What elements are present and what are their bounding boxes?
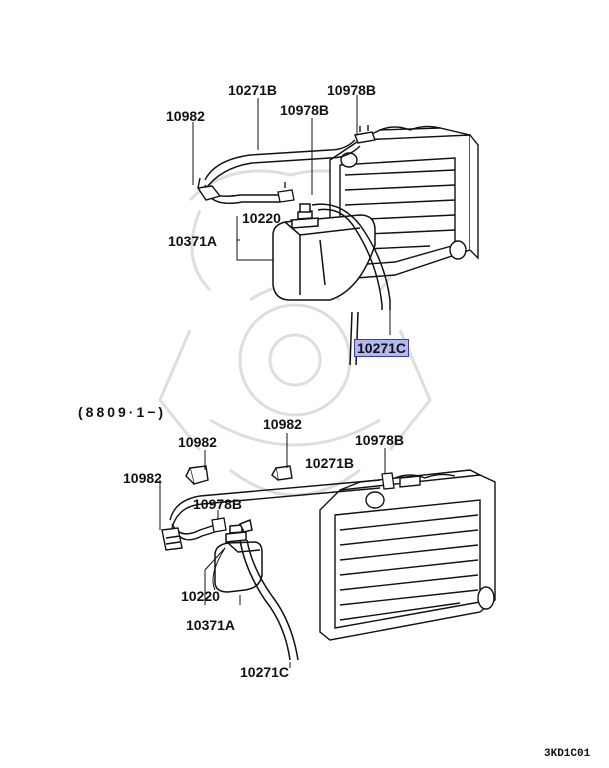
label-bottom-10982-a[interactable]: 10982	[178, 434, 217, 450]
label-top-10271c-highlighted[interactable]: 10271C	[354, 339, 410, 357]
label-top-10982[interactable]: 10982	[166, 108, 205, 124]
label-top-10978b-a[interactable]: 10978B	[327, 82, 377, 98]
bottom-clamp-top	[271, 465, 293, 481]
bottom-clamp-left	[161, 527, 183, 551]
label-top-10271b[interactable]: 10271B	[228, 82, 278, 98]
top-hose-10271c	[311, 203, 391, 366]
label-top-10371a[interactable]: 10371A	[168, 233, 218, 249]
label-bottom-10271b[interactable]: 10271B	[305, 455, 355, 471]
label-bottom-10271c[interactable]: 10271C	[240, 664, 290, 680]
bottom-clip-left	[211, 517, 227, 533]
label-bottom-10220[interactable]: 10220	[181, 588, 220, 604]
label-top-10978b-b[interactable]: 10978B	[280, 102, 330, 118]
bottom-clip-right	[381, 472, 395, 490]
bottom-clamp-mid	[185, 465, 209, 485]
bottom-leader-lines	[159, 433, 386, 668]
bottom-radiator	[319, 469, 496, 641]
top-leader-lines	[192, 95, 391, 335]
bottom-hose-10271c	[239, 539, 299, 661]
label-bottom-10982-b[interactable]: 10982	[263, 416, 302, 432]
diagram-code: 3KD1C01	[544, 748, 591, 760]
top-clip-10978b	[277, 182, 295, 203]
label-top-10220[interactable]: 10220	[242, 210, 281, 226]
label-bottom-10982-c[interactable]: 10982	[123, 470, 162, 486]
top-reserve-tank	[272, 203, 376, 301]
section-date-label: (8809·1−)	[78, 404, 167, 420]
label-bottom-10371a[interactable]: 10371A	[186, 617, 236, 633]
label-bottom-10978b-b[interactable]: 10978B	[193, 496, 243, 512]
top-clamp-10982	[196, 177, 222, 201]
label-bottom-10978b-a[interactable]: 10978B	[355, 432, 405, 448]
